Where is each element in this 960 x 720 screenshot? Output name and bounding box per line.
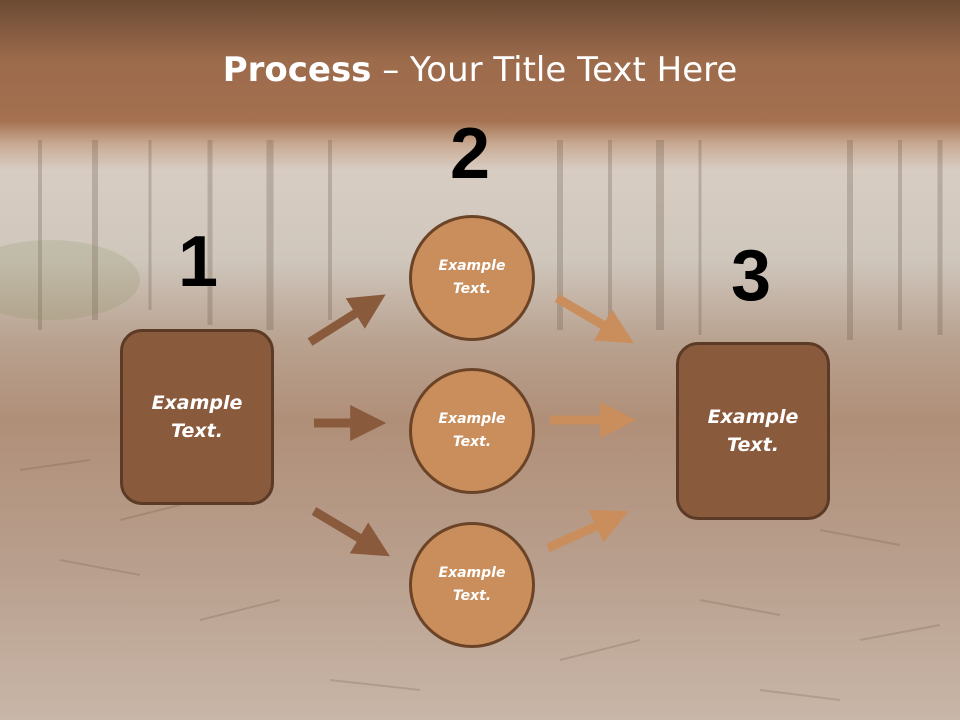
left-process-box: Example Text. xyxy=(120,329,274,505)
step-number-1: 1 xyxy=(178,222,219,302)
top-circle: Example Text. xyxy=(409,215,535,341)
title-rest: – Your Title Text Here xyxy=(371,50,738,90)
middle-circle: Example Text. xyxy=(409,368,535,494)
bottom-circle-label: Example Text. xyxy=(438,564,506,604)
slide-title: Process – Your Title Text Here xyxy=(0,50,960,90)
step-number-3: 3 xyxy=(731,236,772,316)
title-bold: Process xyxy=(222,50,372,90)
bottom-circle: Example Text. xyxy=(409,522,535,648)
top-circle-label: Example Text. xyxy=(438,257,506,297)
step-number-2: 2 xyxy=(450,114,491,194)
right-box-label: Example Text. xyxy=(707,405,799,457)
left-box-label: Example Text. xyxy=(151,391,243,443)
right-process-box: Example Text. xyxy=(676,342,830,520)
middle-circle-label: Example Text. xyxy=(438,410,506,450)
